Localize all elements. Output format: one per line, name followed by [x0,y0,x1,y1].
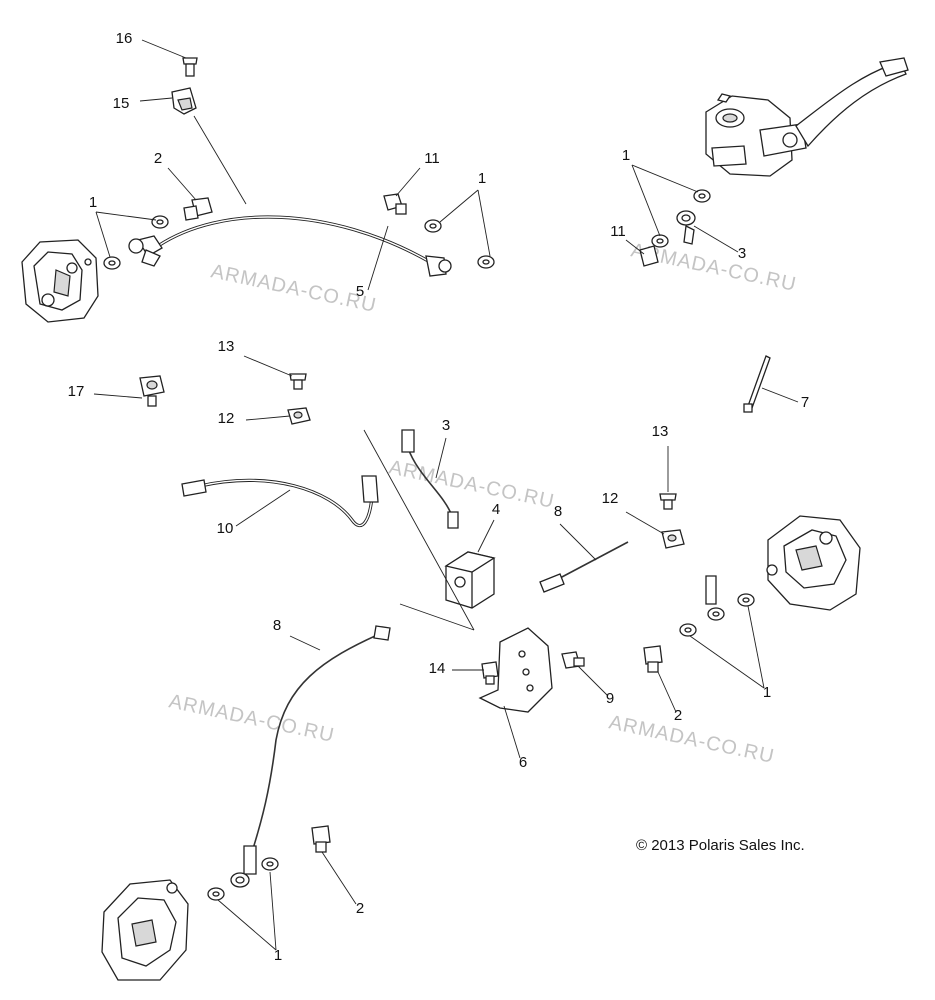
fastener-17 [139,375,165,407]
callout-3: 3 [442,417,450,434]
bolt-9 [561,651,585,669]
callout-17: 17 [68,383,85,400]
master-cylinder-lever [705,57,909,177]
rear-left-caliper [101,879,189,981]
callout-12: 12 [218,410,235,427]
bracket-6 [478,627,553,713]
brake-line-8-right [539,541,629,593]
callout-10: 10 [217,520,234,537]
callout-6: 6 [519,754,527,771]
watermark-center: ARMADA-CO.RU [387,456,557,513]
callout-3: 3 [738,245,746,262]
callout-14: 14 [429,660,446,677]
callout-12: 12 [602,490,619,507]
fittings-bottom-caliper [207,825,331,901]
leader-lines [93,39,799,951]
clip-15 [171,87,197,115]
screw-13-right [659,493,677,510]
callout-1: 1 [622,147,630,164]
watermark-layer: ARMADA-CO.RU ARMADA-CO.RU ARMADA-CO.RU A… [167,239,799,768]
caliper-hose-5 [128,215,452,277]
washer-group-top-right [424,219,495,269]
callout-13: 13 [652,423,669,440]
callout-5: 5 [356,283,364,300]
fittings-right-caliper [643,575,755,673]
washer-group-top-left [103,215,169,270]
screw-13-left [289,373,307,390]
watermark-bottom-right: ARMADA-CO.RU [607,711,777,768]
clip-12-right [661,529,685,549]
callout-1: 1 [89,194,97,211]
bolt-11-top [383,193,407,215]
banjo-bolt-2-top [183,197,213,221]
rear-right-caliper [766,515,861,611]
callout-13: 13 [218,338,235,355]
watermark-bottom-left: ARMADA-CO.RU [167,690,337,747]
callout-8: 8 [273,617,281,634]
callout-1: 1 [478,170,486,187]
brake-line-8-lower [243,625,391,875]
callout-4: 4 [492,501,500,518]
callout-2: 2 [356,900,364,917]
bolt-14 [481,661,499,685]
screw-16 [182,57,198,77]
junction-block-4 [444,551,496,609]
callout-11: 11 [610,223,626,240]
cable-tie-7 [743,355,771,413]
callout-1: 1 [763,684,771,701]
callout-15: 15 [113,95,130,112]
callout-8: 8 [554,503,562,520]
callout-2: 2 [674,707,682,724]
callout-16: 16 [116,30,133,47]
callout-7: 7 [801,394,809,411]
callout-9: 9 [606,690,614,707]
callout-1: 1 [274,947,282,964]
front-left-caliper [21,239,99,323]
master-cylinder-fittings [639,189,711,267]
callout-11: 11 [424,150,440,167]
callout-2: 2 [154,150,162,167]
brake-line-3-center [401,429,459,529]
brake-hose-10 [181,475,379,528]
copyright-notice: © 2013 Polaris Sales Inc. [636,837,805,854]
watermark-top-left: ARMADA-CO.RU [209,260,379,317]
clip-12-left [287,407,311,425]
